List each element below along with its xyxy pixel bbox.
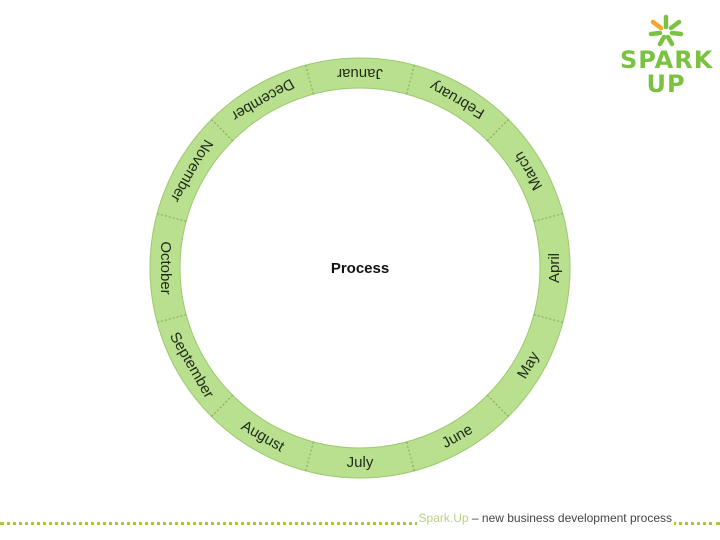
- ring-band: [149, 57, 571, 479]
- month-label-july: July: [347, 454, 374, 471]
- ring-divider: [305, 65, 314, 95]
- footer-text: – new business development process: [468, 511, 672, 525]
- center-title: Process: [330, 260, 390, 277]
- spark-star-icon: [648, 14, 684, 47]
- ring-divider: [211, 119, 234, 142]
- ring-divider: [486, 394, 509, 417]
- ring-divider: [533, 213, 563, 222]
- footer-brand: Spark.Up: [418, 511, 469, 525]
- ring-divider: [305, 441, 314, 471]
- spark-up-logo: SPARK UP: [620, 12, 712, 102]
- ring-divider: [406, 441, 415, 471]
- month-label-april: April: [546, 253, 563, 283]
- ring-divider: [211, 394, 234, 417]
- month-label-januar: Januar: [337, 65, 383, 82]
- ring-divider: [157, 314, 187, 323]
- month-label-october: October: [157, 241, 174, 294]
- logo-text-up: UP: [646, 70, 686, 98]
- logo-text-spark: SPARK: [620, 46, 714, 74]
- ring-divider: [533, 314, 563, 323]
- footer-divider: [0, 522, 720, 525]
- ring-divider: [157, 213, 187, 222]
- ring-divider: [406, 65, 415, 95]
- ring-divider: [486, 119, 509, 142]
- footer-caption: Spark.Up – new business development proc…: [416, 511, 674, 525]
